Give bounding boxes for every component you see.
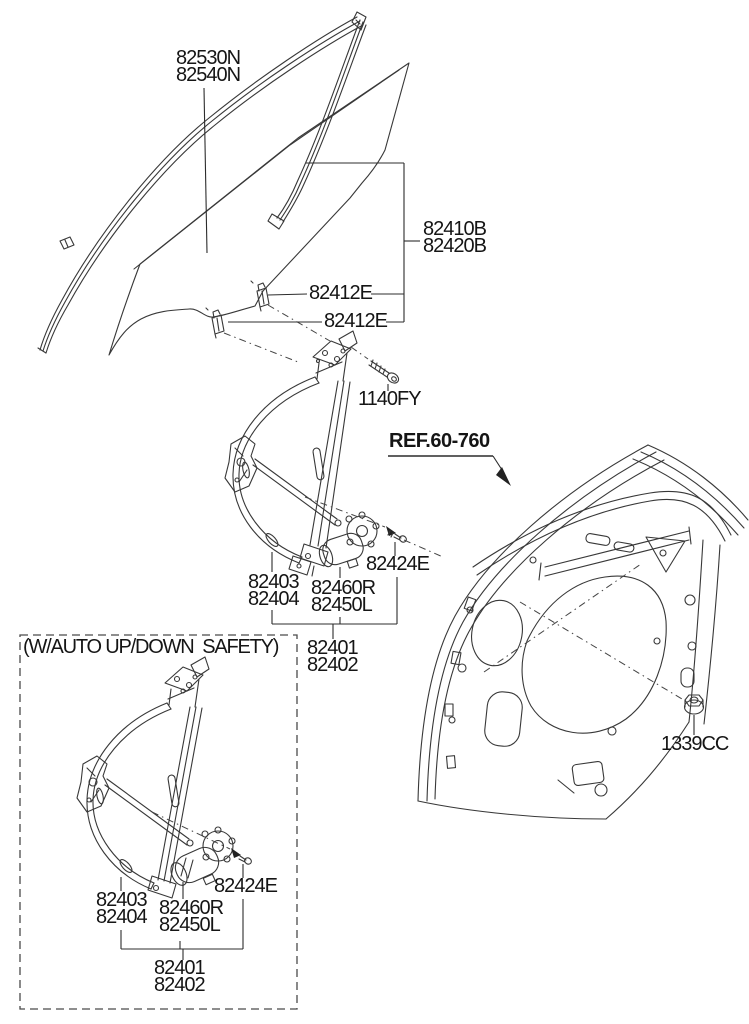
auto-regulator-drawing	[76, 656, 210, 899]
main-rail-label: 82403 82404	[248, 571, 300, 610]
main-bolt-label: 82424E	[366, 553, 430, 575]
front-nut-label: 1339CC	[661, 733, 729, 755]
door-panel-drawing	[417, 444, 749, 820]
window-glass-drawing	[108, 62, 410, 356]
auto-safety-dashed-box	[19, 634, 298, 1010]
run-channel-leader	[203, 87, 208, 254]
glass-clip-lower-icon	[205, 307, 225, 339]
ref-arrow	[388, 455, 511, 486]
auto-motor-drawing	[170, 826, 236, 886]
glass-run-channel-drawing	[37, 11, 367, 354]
assembly-direction-lines	[151, 304, 683, 850]
auto-assembly-label: 82401 82402	[154, 957, 206, 996]
auto-rail-label: 82403 82404	[96, 889, 148, 928]
main-assembly-label: 82401 82402	[307, 637, 359, 676]
door-ref-label: REF.60-760	[389, 430, 490, 452]
bolt-1140fy-label: 1140FY	[358, 388, 422, 410]
screw-82424e-main-icon	[386, 526, 407, 543]
auto-safety-note: (W/AUTO UP/DOWN SAFETY)	[23, 636, 279, 658]
run-channel-label: 82530N 82540N	[176, 47, 241, 86]
glass-clip-upper-icon	[250, 280, 270, 312]
screw-82424e-auto-icon	[231, 848, 252, 865]
main-label-bracket	[271, 542, 398, 639]
glass-label-bracket	[228, 162, 420, 323]
screw-1140fy-icon	[368, 359, 400, 384]
glass-clip-upper-label: 82412E	[309, 282, 373, 304]
main-motor-label: 82460R 82450L	[311, 577, 376, 616]
hex-nut-icon	[683, 694, 705, 715]
glass-clip-lower-label: 82412E	[324, 310, 388, 332]
auto-bolt-label: 82424E	[214, 875, 278, 897]
main-motor-drawing	[318, 511, 380, 569]
auto-label-bracket	[120, 864, 244, 960]
auto-motor-label: 82460R 82450L	[159, 897, 224, 936]
leader-lines	[120, 87, 695, 960]
glass-label: 82410B 82420B	[423, 218, 487, 257]
main-regulator-drawing	[224, 330, 358, 577]
